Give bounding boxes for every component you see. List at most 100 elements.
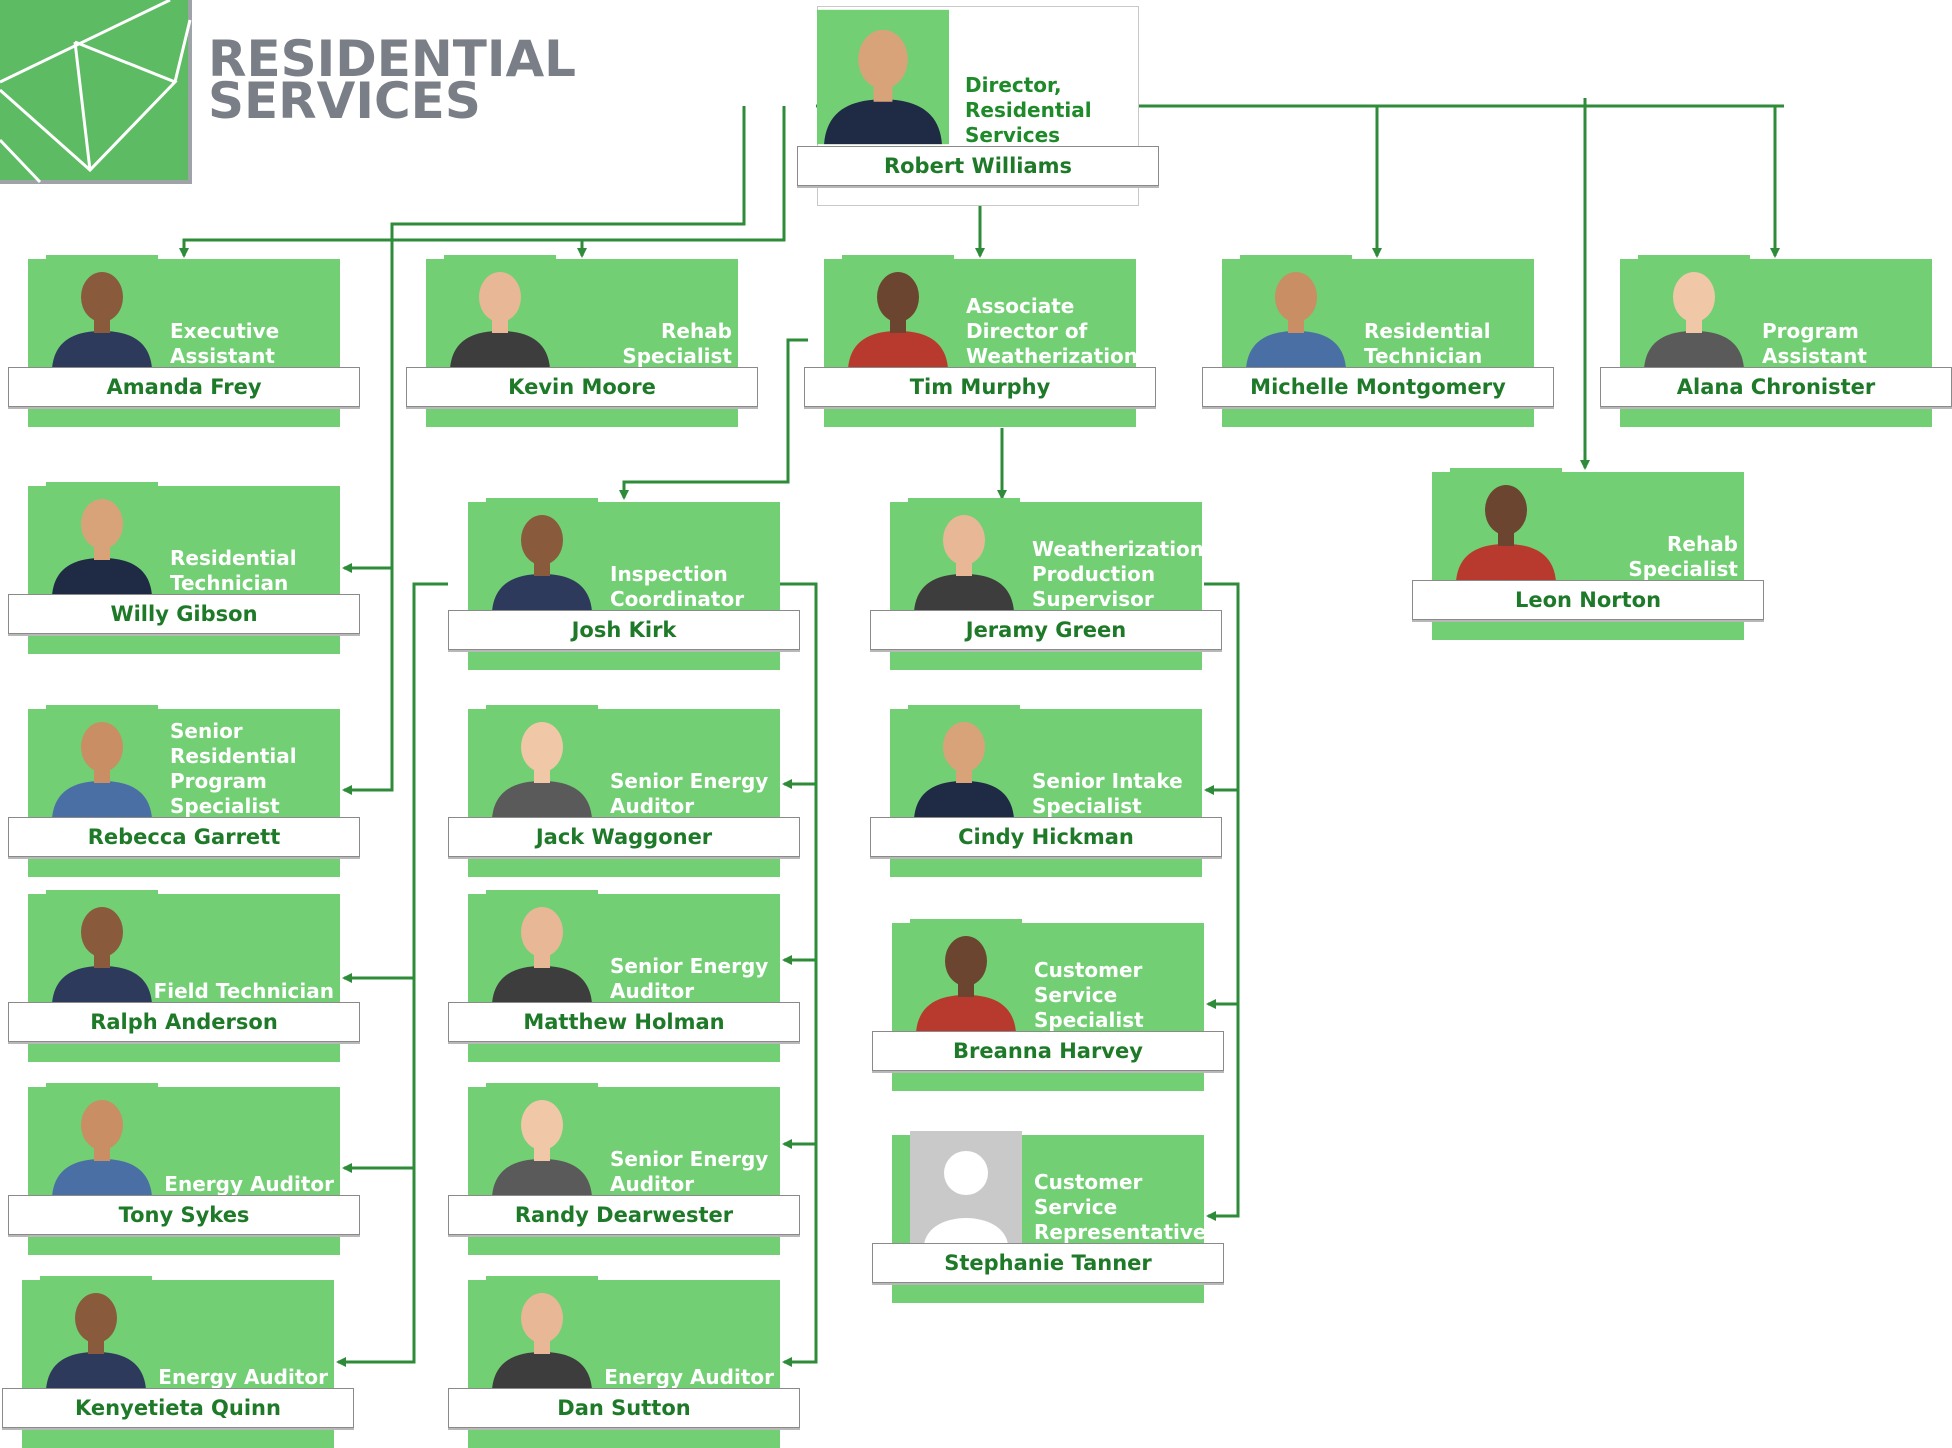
name-label: Stephanie Tanner	[872, 1243, 1224, 1283]
role-line: Services	[965, 123, 1061, 147]
role-line: Technician	[170, 571, 289, 595]
connector-line	[577, 238, 784, 258]
name-label: Kevin Moore	[406, 367, 758, 407]
brand-line-2: SERVICES	[208, 72, 481, 130]
role-line: Energy Auditor	[158, 1365, 328, 1389]
name-label: Matthew Holman	[448, 1002, 800, 1042]
connector-line	[1204, 582, 1240, 1221]
role-line: Assistant	[1762, 344, 1867, 368]
name-label: Jeramy Green	[870, 610, 1222, 650]
role-title: Rehab Specialist	[546, 319, 732, 369]
role-title: Energy Auditor	[142, 1365, 328, 1390]
person-photo	[817, 6, 949, 148]
role-line: Director,	[965, 73, 1062, 97]
name-label: Tony Sykes	[8, 1195, 360, 1235]
role-line: Senior Energy	[610, 769, 769, 793]
role-line: Residential	[170, 546, 297, 570]
person-photo	[486, 705, 598, 819]
role-title: Rehab Specialist	[1552, 532, 1738, 582]
person-photo	[46, 255, 158, 369]
role-line: Weatherization	[1032, 537, 1205, 561]
role-line: Senior Energy	[610, 1147, 769, 1171]
name-label: Alana Chronister	[1600, 367, 1952, 407]
role-line: Auditor	[610, 979, 695, 1003]
name-label: Tim Murphy	[804, 367, 1156, 407]
name-label: Randy Dearwester	[448, 1195, 800, 1235]
person-photo	[908, 705, 1020, 819]
role-line: Residential	[170, 744, 297, 768]
role-line: Supervisor	[1032, 587, 1154, 611]
person-photo	[1638, 255, 1750, 369]
role-line: Assistant	[170, 344, 275, 368]
role-line: Program	[170, 769, 267, 793]
role-line: Coordinator	[610, 587, 745, 611]
role-line: Service	[1034, 983, 1118, 1007]
role-line: Senior Intake	[1032, 769, 1183, 793]
role-line: Service	[1034, 1195, 1118, 1219]
person-photo	[46, 890, 158, 1004]
role-line: Executive	[170, 319, 280, 343]
role-line: Rehab Specialist	[622, 319, 732, 368]
role-line: Associate	[966, 294, 1075, 318]
role-line: Rehab Specialist	[1628, 532, 1738, 581]
name-label: Michelle Montgomery	[1202, 367, 1554, 407]
person-photo	[486, 890, 598, 1004]
role-line: Specialist	[1034, 1008, 1144, 1032]
role-line: Inspection	[610, 562, 728, 586]
name-label: Kenyetieta Quinn	[2, 1388, 354, 1428]
role-line: Production	[1032, 562, 1156, 586]
role-line: Energy Auditor	[604, 1365, 774, 1389]
name-label: Breanna Harvey	[872, 1031, 1224, 1071]
name-label: Jack Waggoner	[448, 817, 800, 857]
role-line: Senior Energy	[610, 954, 769, 978]
person-photo	[444, 255, 556, 369]
role-line: Field Technician	[153, 979, 334, 1003]
person-photo	[486, 498, 598, 612]
brand-line-1: RESIDENTIAL	[208, 30, 577, 88]
person-photo	[40, 1276, 152, 1390]
role-line: Technician	[1364, 344, 1483, 368]
name-label: Cindy Hickman	[870, 817, 1222, 857]
role-line: Customer	[1034, 958, 1143, 982]
person-photo	[908, 498, 1020, 612]
person-photo	[46, 482, 158, 596]
name-label: Rebecca Garrett	[8, 817, 360, 857]
person-photo	[46, 1083, 158, 1197]
role-line: Senior	[170, 719, 243, 743]
role-title: Energy Auditor	[588, 1365, 774, 1390]
name-label: Ralph Anderson	[8, 1002, 360, 1042]
person-photo	[1450, 468, 1562, 582]
role-title: Field Technician	[148, 979, 334, 1004]
person-photo	[910, 919, 1022, 1033]
name-label: Amanda Frey	[8, 367, 360, 407]
person-photo	[842, 255, 954, 369]
